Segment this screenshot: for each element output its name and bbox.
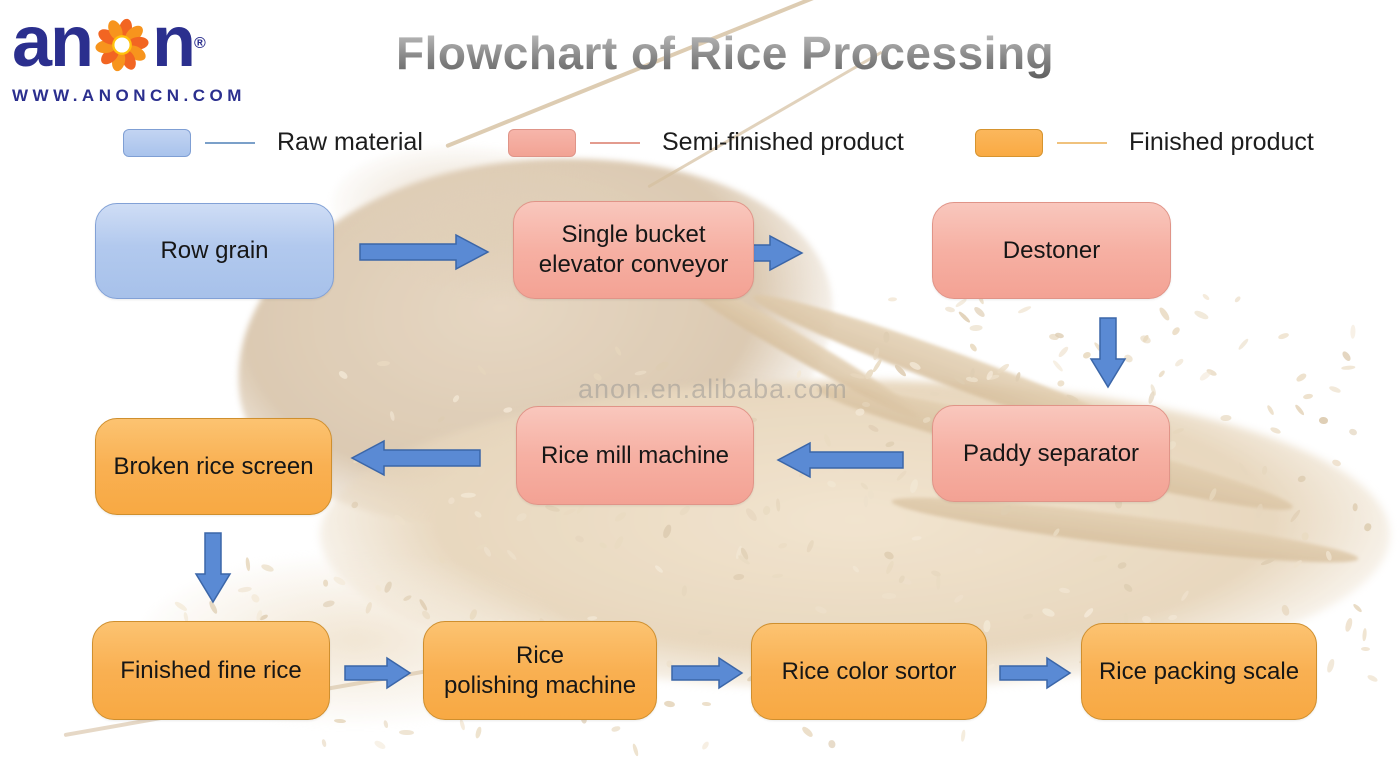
sun-petal bbox=[108, 20, 123, 41]
node-row-grain: Row grain bbox=[95, 203, 334, 299]
arrow-polishing-to-color-sortor bbox=[671, 656, 744, 690]
legend-swatch-finished bbox=[975, 128, 1043, 157]
grain bbox=[881, 593, 896, 599]
brand-wordmark: an n ® bbox=[12, 4, 292, 80]
node-broken-rice-screen: Broken rice screen bbox=[95, 418, 332, 515]
arrow-paddy-separator-to-rice-mill bbox=[776, 441, 904, 479]
logo: an n ® WWW.ANONCN.COM bbox=[12, 4, 292, 106]
legend-connector-line bbox=[1057, 141, 1107, 144]
node-single-bucket-elevator-conveyor: Single bucket elevator conveyor bbox=[513, 201, 754, 299]
brand-text-left: an bbox=[12, 2, 94, 82]
logo-website: WWW.ANONCN.COM bbox=[12, 86, 246, 105]
node-destoner: Destoner bbox=[932, 202, 1171, 299]
legend-item-finished-product: Finished product bbox=[975, 128, 1314, 157]
arrow-color-sortor-to-packing-scale bbox=[999, 656, 1072, 690]
legend-label: Raw material bbox=[277, 128, 423, 156]
node-rice-packing-scale: Rice packing scale bbox=[1081, 623, 1317, 720]
node-rice-color-sortor: Rice color sortor bbox=[751, 623, 987, 720]
node-paddy-separator: Paddy separator bbox=[932, 405, 1170, 502]
node-rice-mill-machine: Rice mill machine bbox=[516, 406, 754, 505]
node-rice-polishing-machine: Rice polishing machine bbox=[423, 621, 657, 720]
sun-petal bbox=[121, 49, 136, 70]
brand-text-right: n bbox=[152, 2, 196, 82]
legend-swatch-semi bbox=[508, 128, 576, 157]
arrow-finished-fine-to-polishing bbox=[344, 656, 412, 690]
arrow-row-grain-to-elevator bbox=[359, 233, 490, 271]
legend-label: Finished product bbox=[1129, 128, 1314, 156]
registered-mark: ® bbox=[194, 35, 206, 52]
watermark: anon.en.alibaba.com bbox=[578, 374, 848, 404]
legend-item-raw-material: Raw material bbox=[123, 128, 423, 157]
legend-swatch-raw bbox=[123, 128, 191, 157]
legend-connector-line bbox=[205, 141, 255, 144]
page-title: Flowchart of Rice Processing bbox=[396, 27, 1055, 79]
sun-icon bbox=[95, 18, 149, 72]
legend-connector-line bbox=[590, 141, 640, 144]
legend-item-semi-finished: Semi-finished product bbox=[508, 128, 904, 157]
node-finished-fine-rice: Finished fine rice bbox=[92, 621, 330, 720]
arrow-rice-mill-to-broken-screen bbox=[350, 439, 481, 477]
legend-label: Semi-finished product bbox=[662, 128, 904, 156]
arrow-broken-screen-to-finished-fine bbox=[194, 532, 232, 604]
arrow-destoner-to-paddy-separator bbox=[1089, 317, 1127, 389]
